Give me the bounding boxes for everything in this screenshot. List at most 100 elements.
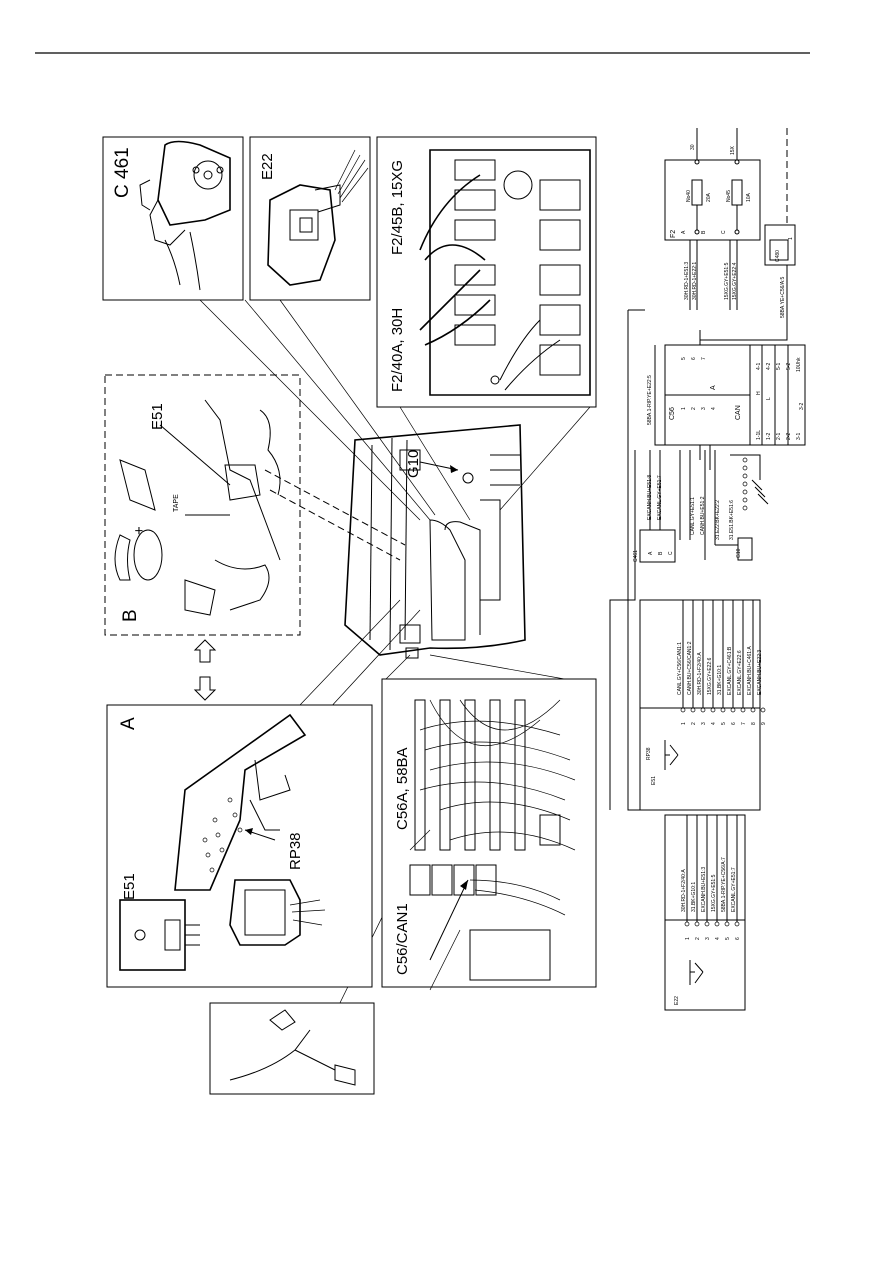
e22-pin-4: 4 xyxy=(715,937,721,940)
e22-wire-0: 30H.RD-1+F2/40:A xyxy=(681,869,687,912)
e51-wire-1: CANH.BU+C56/CAN1:2 xyxy=(687,641,693,695)
fuse-40-top: 30 xyxy=(690,144,696,150)
f2-40a-label: F2/40A, 30H xyxy=(389,308,406,392)
c56-extra-label: 10Uhk xyxy=(796,357,802,372)
e51-wire-0: CANL.GY+C56/CAN1:1 xyxy=(677,642,683,695)
g10-label: G10 xyxy=(405,450,422,478)
c56-can-pin-4-2: 4-2 xyxy=(766,363,772,370)
c480-title: C480 xyxy=(775,250,781,262)
f2-pin-c: C xyxy=(721,230,727,234)
c56-can-pin-3-1: 3-1 xyxy=(796,433,802,440)
e51-pin-8: 8 xyxy=(751,722,757,725)
c56-box: C56 A CAN 1 2 3 4 5 6 7 1-1L 1-2 2-1 2-2… xyxy=(647,330,806,470)
c461-pin-a: A xyxy=(648,551,654,555)
c56-a-pin-2: 2 xyxy=(691,407,697,410)
e51-pin-9: 9 xyxy=(761,722,767,725)
fuse-45-top: 15X xyxy=(730,145,736,155)
e51-pin-5: 5 xyxy=(721,722,727,725)
wire-tail-panel xyxy=(209,1002,375,1095)
fuse-45-rating: 10A xyxy=(746,192,752,202)
tape-label: TAPE xyxy=(173,494,180,512)
c480-wire: 58BA.YE+C56/A:5 xyxy=(780,277,786,318)
e51-wire-6: EXCANL.GY+E22:6 xyxy=(737,650,743,695)
e22-box: E22 1 2 3 4 5 6 30H.RD-1+F2/40:A 31.BK+G… xyxy=(664,814,746,1011)
c56-a-pin-1: 1 xyxy=(681,407,687,410)
a-e51-label: E51 xyxy=(121,873,138,900)
a-label: A xyxy=(118,717,139,730)
e51-wire-8: EXCANH.BU+E22:3 xyxy=(757,650,763,695)
c56-can-pin-1-2: 1-2 xyxy=(766,433,772,440)
b-label: B xyxy=(120,609,141,622)
e51-wire-3: 15XG.GY+E22:6 xyxy=(707,657,713,695)
f2-45b-label: F2/45B, 15XG xyxy=(389,160,406,255)
e51-pin-2: 2 xyxy=(691,722,697,725)
c56-can-pin-5-1: 5-1 xyxy=(776,363,782,370)
c56-wire-1: CANL.GY+E51:1 xyxy=(690,497,696,535)
c461-panel: C 461 xyxy=(102,136,244,301)
e22-wire-1: 31.BK+G10:1 xyxy=(691,882,697,912)
c56can-label: C56/CAN1 xyxy=(394,903,411,975)
f2-wire-2: 15XG.GY+E51:5 xyxy=(724,262,730,300)
f2-fuse-box: F2 30 15X No40 20A No45 10A A B C 30H.RD… xyxy=(664,128,761,310)
c461-g10-area: EXCANH.BU+E51:8 EXCANL.GY+E51:7 CANL.GY+… xyxy=(609,450,769,810)
e51-pin-6: 6 xyxy=(731,722,737,725)
c56a-label: C56A, 58BA xyxy=(394,747,411,830)
e51-pin-4: 4 xyxy=(711,722,717,725)
c56-can-pin-4-1: 4-1 xyxy=(756,363,762,370)
e51-wire-5: EXCANL.GY+C461:B xyxy=(727,646,733,695)
cab-outline: G10 xyxy=(344,424,526,659)
c56-can-pin-5-2: 5-2 xyxy=(786,363,792,370)
c461-pin-c: C xyxy=(668,551,674,555)
c56-a-pin-5: 5 xyxy=(681,357,687,360)
e51-wire-4: 31.BK+G10:1 xyxy=(717,665,723,695)
e22-wire-2: EXCANH.BU+E51:3 xyxy=(701,867,707,912)
f2-panel: F2/45B, 15XG F2/40A, 30H xyxy=(376,136,597,408)
e22-pin-2: 2 xyxy=(695,937,701,940)
component-illustration: C 461 E22 F2/45B, 15XG F2/40A, 30H xyxy=(102,136,597,1095)
plus-label: + xyxy=(131,526,148,535)
c56-can-pin-2-1: 2-1 xyxy=(776,433,782,440)
c56-can-pin-3-2: 3-2 xyxy=(799,403,805,410)
e51-pin-7: 7 xyxy=(741,722,747,725)
f2-wire-0: 30H.RD-1+E51:3 xyxy=(684,262,690,300)
rp38-label: RP38 xyxy=(287,832,304,870)
e22-panel: E22 xyxy=(249,136,371,301)
e51-box: E51 RP38 1 2 3 4 5 6 7 8 9 CANL.GY+C56/C… xyxy=(639,599,767,811)
c461-title: C461 xyxy=(633,550,639,562)
e22-wire-3: 15XG.GY+E51:5 xyxy=(711,874,717,912)
f2-pin-b: B xyxy=(701,230,707,234)
c56-can-h: H xyxy=(756,391,762,395)
double-arrow xyxy=(193,639,217,701)
g10-title: G10 xyxy=(736,548,742,558)
c461-label: C 461 xyxy=(112,147,133,198)
c56-a-pin-7: 7 xyxy=(701,357,707,360)
e22-pin-5: 5 xyxy=(725,937,731,940)
e22-title: E22 xyxy=(674,996,680,1005)
e22-label: E22 xyxy=(259,153,276,180)
e22-wire-5: EXCANL.GY+E51:7 xyxy=(731,867,737,912)
c480-connector: C480 1 58BA.YE+C56/A:5 xyxy=(700,128,796,341)
c56-can-pin-1-1l: 1-1L xyxy=(756,430,762,440)
e22-wire-4: 58BA.1-RIP.YE+C56/A:7 xyxy=(721,857,727,912)
e51-pin-1: 1 xyxy=(681,722,687,725)
f2-pin-a: A xyxy=(681,230,687,234)
e51-wire-2: 30H.RD-1+F2/40:A xyxy=(697,652,703,695)
e51-wire-7: EXCANH.BU+C461:A xyxy=(747,646,753,695)
c56-section-a: A xyxy=(710,385,717,390)
c56-a-pin-6: 6 xyxy=(691,357,697,360)
b-e51-label: E51 xyxy=(149,403,166,430)
f2-wire-1: 30H.RD-1+E22:1 xyxy=(692,262,698,300)
e51-title: E51 xyxy=(651,776,657,785)
e22-pin-1: 1 xyxy=(685,937,691,940)
c56-wire-0: 58BA.1-RIP.YE+E22:5 xyxy=(647,375,653,425)
g10-wire-1: 31.E51.BK+E51:6 xyxy=(729,500,735,540)
c461-pin-b: B xyxy=(658,551,664,555)
a-panel: A E51 RP38 xyxy=(106,704,373,988)
e22-pin-6: 6 xyxy=(735,937,741,940)
c56-can-pin-2-2: 2-2 xyxy=(786,433,792,440)
c56-title: C56 xyxy=(669,407,676,420)
fuse-40-name: No40 xyxy=(686,190,692,202)
f2-title: F2 xyxy=(670,230,677,238)
fuse-45-name: No45 xyxy=(726,190,732,202)
b-panel: B E51 TAPE + xyxy=(104,374,301,636)
